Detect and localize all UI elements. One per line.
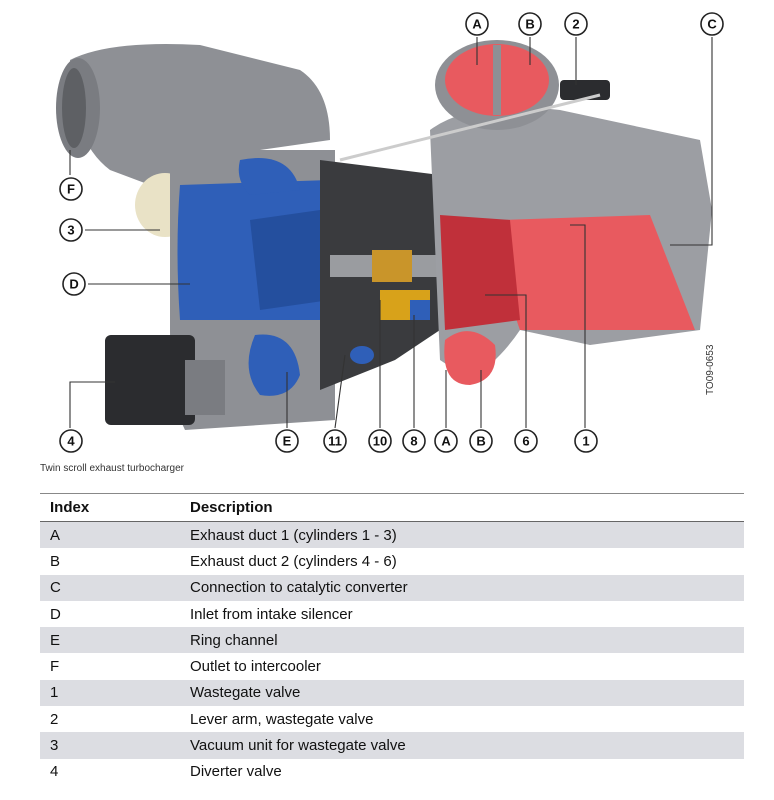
row-description: Diverter valve — [180, 759, 744, 785]
table-row: F Outlet to intercooler — [40, 653, 744, 679]
callout-top-B: B — [519, 13, 541, 35]
callout-bottom-A: A — [435, 430, 457, 452]
callout-top-A: A — [466, 13, 488, 35]
table-header-row: Index Description — [40, 494, 744, 522]
table-row: 4 Diverter valve — [40, 759, 744, 785]
svg-text:1: 1 — [582, 434, 589, 449]
compressor-wheel — [250, 210, 330, 310]
svg-text:10: 10 — [373, 434, 387, 449]
svg-text:A: A — [472, 17, 482, 32]
svg-text:D: D — [69, 277, 78, 292]
figure-caption: Twin scroll exhaust turbocharger — [40, 463, 184, 474]
svg-text:2: 2 — [572, 17, 579, 32]
svg-text:3: 3 — [67, 223, 74, 238]
exhaust-inlet-flange — [435, 40, 559, 130]
table-row: A Exhaust duct 1 (cylinders 1 - 3) — [40, 522, 744, 549]
turbocharger-illustration: A B 2 C F 3 D 4 E 11 10 8 A B 6 1 — [0, 0, 774, 470]
turbine-wheel — [440, 215, 520, 330]
diverter-valve-mount — [185, 360, 225, 415]
row-description: Vacuum unit for wastegate valve — [180, 732, 744, 758]
reference-code: TO09-0653 — [705, 345, 716, 395]
callout-left-F: F — [60, 178, 82, 200]
header-index: Index — [40, 494, 180, 522]
coolant-fitting — [350, 346, 374, 364]
callout-bottom-1: 1 — [575, 430, 597, 452]
row-index: D — [40, 601, 180, 627]
callout-top-C: C — [701, 13, 723, 35]
row-index: C — [40, 575, 180, 601]
table-row: 1 Wastegate valve — [40, 680, 744, 706]
row-description: Connection to catalytic converter — [180, 575, 744, 601]
table-row: 3 Vacuum unit for wastegate valve — [40, 732, 744, 758]
row-index: 1 — [40, 680, 180, 706]
callout-left-4: 4 — [60, 430, 82, 452]
table-row: 2 Lever arm, wastegate valve — [40, 706, 744, 732]
lower-exhaust-ducts — [444, 331, 495, 385]
row-index: A — [40, 522, 180, 549]
header-description: Description — [180, 494, 744, 522]
row-index: E — [40, 627, 180, 653]
index-table: Index Description A Exhaust duct 1 (cyli… — [40, 493, 744, 785]
svg-text:6: 6 — [522, 434, 529, 449]
wastegate-lever — [560, 80, 610, 100]
row-index: 3 — [40, 732, 180, 758]
svg-text:A: A — [441, 434, 451, 449]
row-index: F — [40, 653, 180, 679]
row-description: Inlet from intake silencer — [180, 601, 744, 627]
row-description: Exhaust duct 1 (cylinders 1 - 3) — [180, 522, 744, 549]
row-description: Ring channel — [180, 627, 744, 653]
svg-text:8: 8 — [410, 434, 417, 449]
callout-bottom-E: E — [276, 430, 298, 452]
callout-left-D: D — [63, 273, 85, 295]
table-row: E Ring channel — [40, 627, 744, 653]
callout-bottom-11: 11 — [324, 430, 346, 452]
svg-text:4: 4 — [67, 434, 75, 449]
row-index: 2 — [40, 706, 180, 732]
row-description: Wastegate valve — [180, 680, 744, 706]
svg-text:C: C — [707, 17, 717, 32]
row-description: Lever arm, wastegate valve — [180, 706, 744, 732]
row-description: Exhaust duct 2 (cylinders 4 - 6) — [180, 548, 744, 574]
callout-bottom-10: 10 — [369, 430, 391, 452]
callout-top-2: 2 — [565, 13, 587, 35]
callout-bottom-6: 6 — [515, 430, 537, 452]
table-row: D Inlet from intake silencer — [40, 601, 744, 627]
callout-left-3: 3 — [60, 219, 82, 241]
row-index: 4 — [40, 759, 180, 785]
bearing-gold — [372, 250, 412, 282]
row-index: B — [40, 548, 180, 574]
svg-text:F: F — [67, 182, 75, 197]
svg-text:11: 11 — [328, 434, 342, 449]
svg-text:E: E — [283, 434, 292, 449]
row-description: Outlet to intercooler — [180, 653, 744, 679]
callout-bottom-8: 8 — [403, 430, 425, 452]
diverter-valve — [105, 335, 195, 425]
table-row: B Exhaust duct 2 (cylinders 4 - 6) — [40, 548, 744, 574]
table-row: C Connection to catalytic converter — [40, 575, 744, 601]
water-jacket-blue — [410, 300, 430, 320]
svg-text:B: B — [476, 434, 485, 449]
callout-bottom-B: B — [470, 430, 492, 452]
svg-text:B: B — [525, 17, 534, 32]
